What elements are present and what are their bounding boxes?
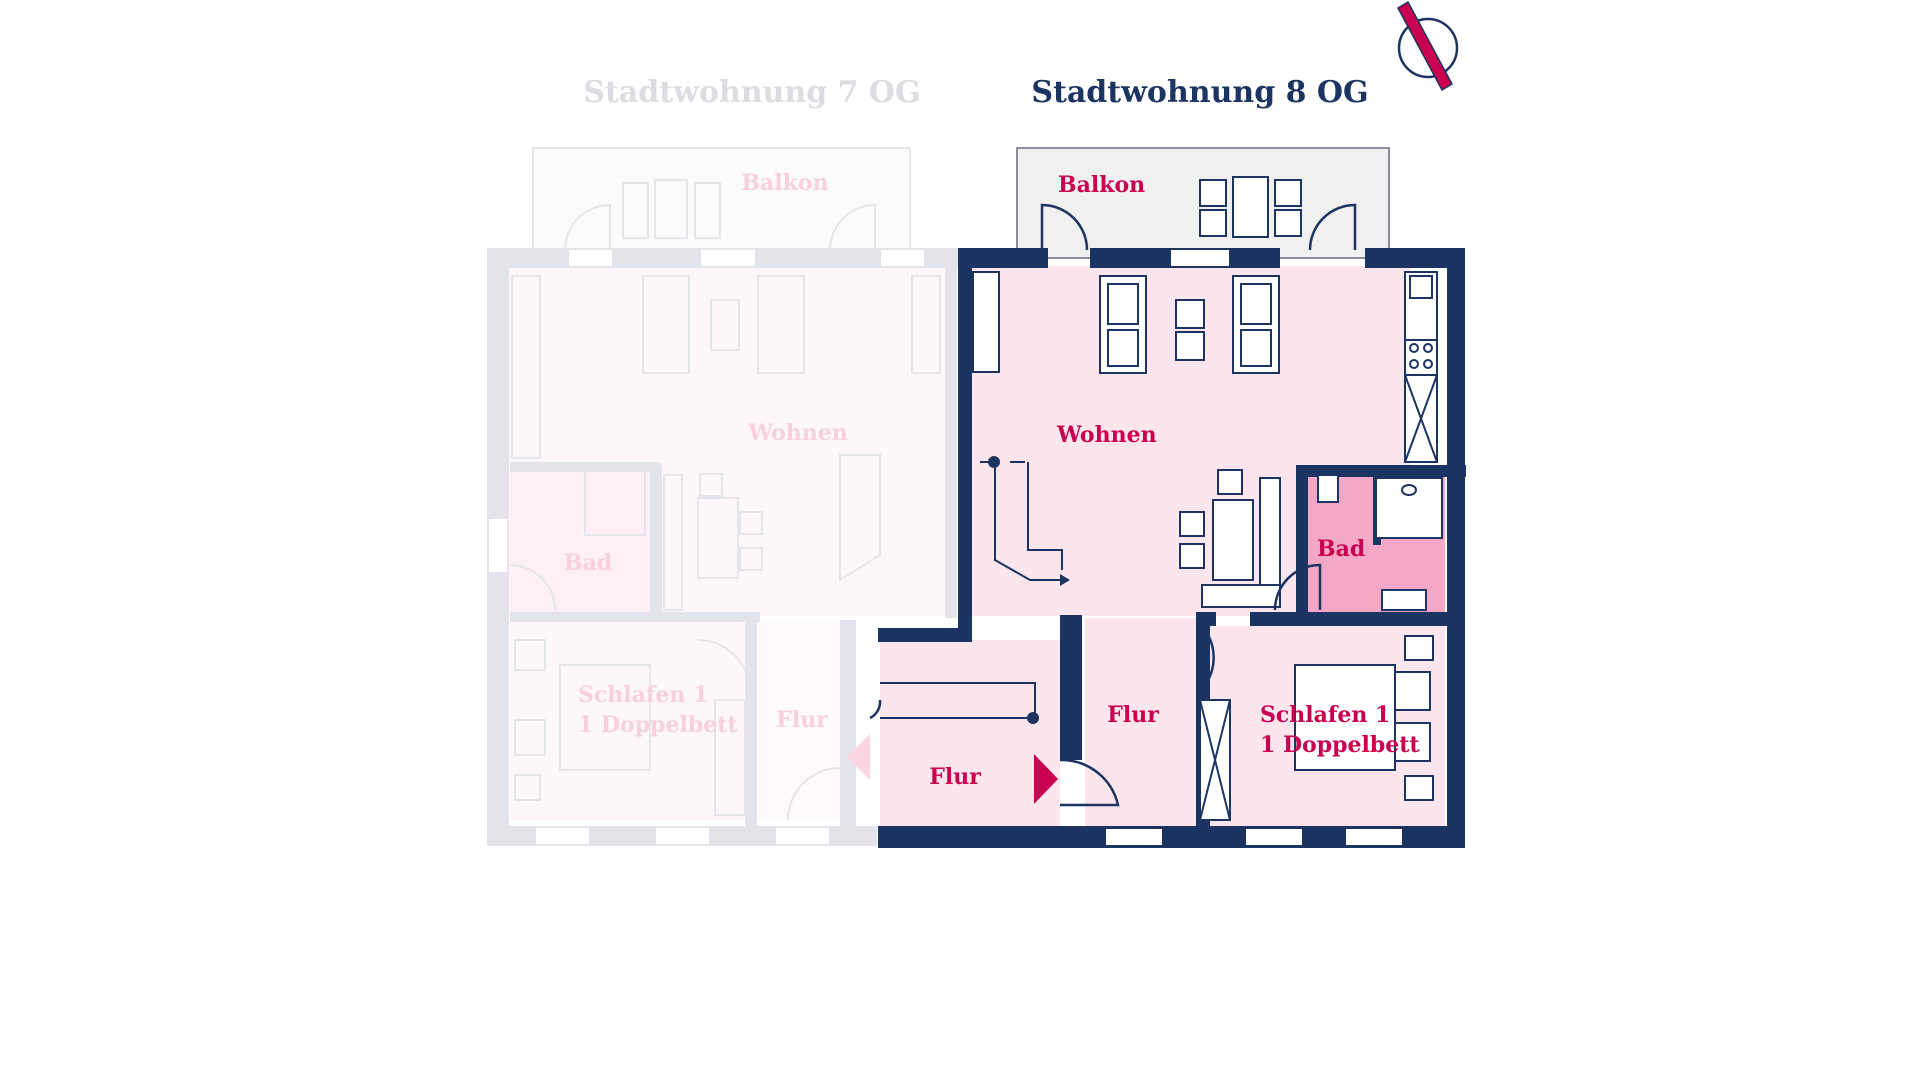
right-windows [1104,248,1404,847]
right-entry-fill [880,640,1060,828]
title-8og: Stadtwohnung 8 OG [1031,75,1368,110]
entry-arrow-icon [1034,754,1058,804]
right-stair-post-1 [988,456,1000,468]
left-hall-label: Flur [776,707,828,733]
right-furniture [880,176,1443,821]
left-living-label: Wohnen [747,420,848,446]
left-bath-fill [510,470,655,615]
left-furniture [509,179,941,821]
right-doors [869,563,1322,807]
right-hall-entry-label: Flur [929,764,981,790]
right-walls [878,248,1466,848]
right-hall-center-label: Flur [1107,702,1159,728]
right-entry-post [1027,712,1039,724]
right-bedroom-label-1: Schlafen 1 [1260,702,1390,728]
left-bath-label: Bad [564,550,612,576]
left-entry-arrow [847,734,870,780]
unit-8og: Balkon Wohnen Bad Flur Schlafen 1 1 Dopp… [869,147,1466,848]
unit-7og: Balkon Wohnen Bad Schlafen 1 1 Doppelbet… [487,147,967,846]
right-balcony-label: Balkon [1058,172,1145,198]
right-hall-fill [1085,618,1205,828]
compass-north-icon [1397,0,1459,92]
right-bath-label: Bad [1317,536,1365,562]
title-7og: Stadtwohnung 7 OG [583,75,920,110]
right-stair-arrow [1060,574,1070,586]
left-bedroom-fill [510,620,750,820]
left-balcony-label: Balkon [741,170,828,196]
right-living-label: Wohnen [1056,422,1157,448]
left-hall-fill [755,620,855,820]
right-balcony-doors [1040,203,1357,251]
left-bedroom-label-1: Schlafen 1 [578,682,708,708]
right-stair-handrail [980,461,1068,581]
left-windows [487,248,926,846]
left-bedroom-label-2: 1 Doppelbett [578,712,738,738]
left-balcony-outline [532,147,911,258]
right-bedroom-label-2: 1 Doppelbett [1260,732,1420,758]
